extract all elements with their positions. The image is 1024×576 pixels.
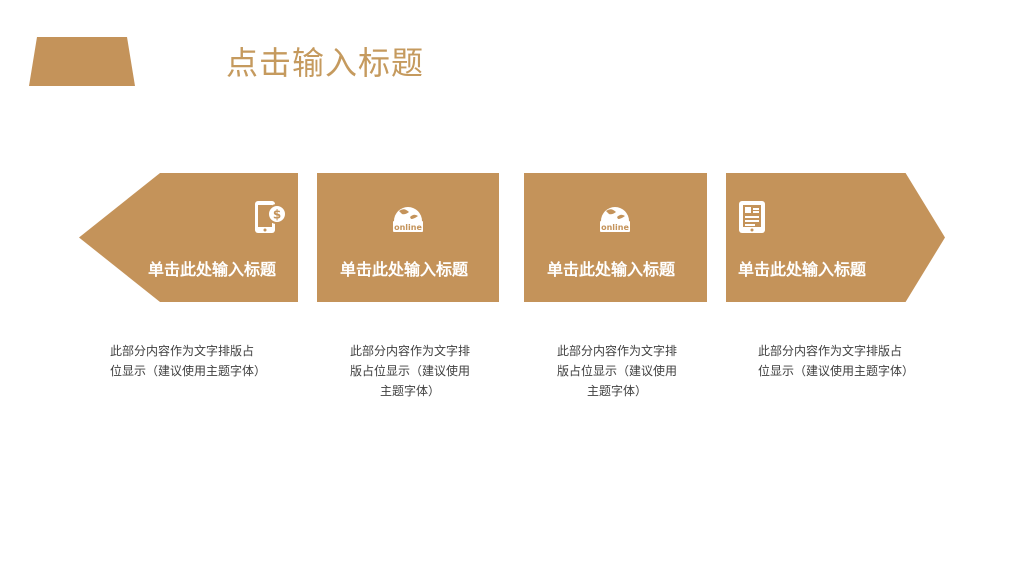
step-1-description: 此部分内容作为文字排版占 位显示（建议使用主题字体） [110,341,275,381]
desc-line: 主题字体） [379,384,440,398]
step-3-label: 单击此处输入标题 [547,260,676,279]
step-3-box [524,173,707,302]
desc-line: 版占位显示（建议使用 [556,364,677,378]
icon-online-text: online [601,223,629,232]
desc-line: 此部分内容作为文字排版占 [110,344,255,358]
step-4-label: 单击此处输入标题 [738,260,867,279]
desc-line: 版占位显示（建议使用 [349,364,470,378]
online-globe-icon: online [600,207,630,232]
tablet-document-icon [739,201,765,233]
svg-text:$: $ [273,208,281,222]
desc-line: 此部分内容作为文字排 [349,344,470,358]
step-2-box [317,173,499,302]
step-1-label: 单击此处输入标题 [148,260,277,279]
step-2-label: 单击此处输入标题 [340,260,469,279]
step-3-description: 此部分内容作为文字排 版占位显示（建议使用 主题字体） [542,341,692,401]
desc-line: 位显示（建议使用主题字体） [110,364,267,378]
step-1-box [79,173,298,302]
phone-dollar-icon: $ [255,201,287,233]
step-4-description: 此部分内容作为文字排版占 位显示（建议使用主题字体） [758,341,928,381]
desc-line: 此部分内容作为文字排版占 [758,344,903,358]
desc-line: 此部分内容作为文字排 [556,344,677,358]
step-4-box [726,173,945,302]
icon-online-text: online [394,223,422,232]
header-tab-decoration [29,37,135,86]
step-2-description: 此部分内容作为文字排 版占位显示（建议使用 主题字体） [335,341,485,401]
page-title: 点击输入标题 [226,44,425,82]
desc-line: 主题字体） [586,384,647,398]
desc-line: 位显示（建议使用主题字体） [758,364,915,378]
online-globe-icon: online [393,207,423,232]
